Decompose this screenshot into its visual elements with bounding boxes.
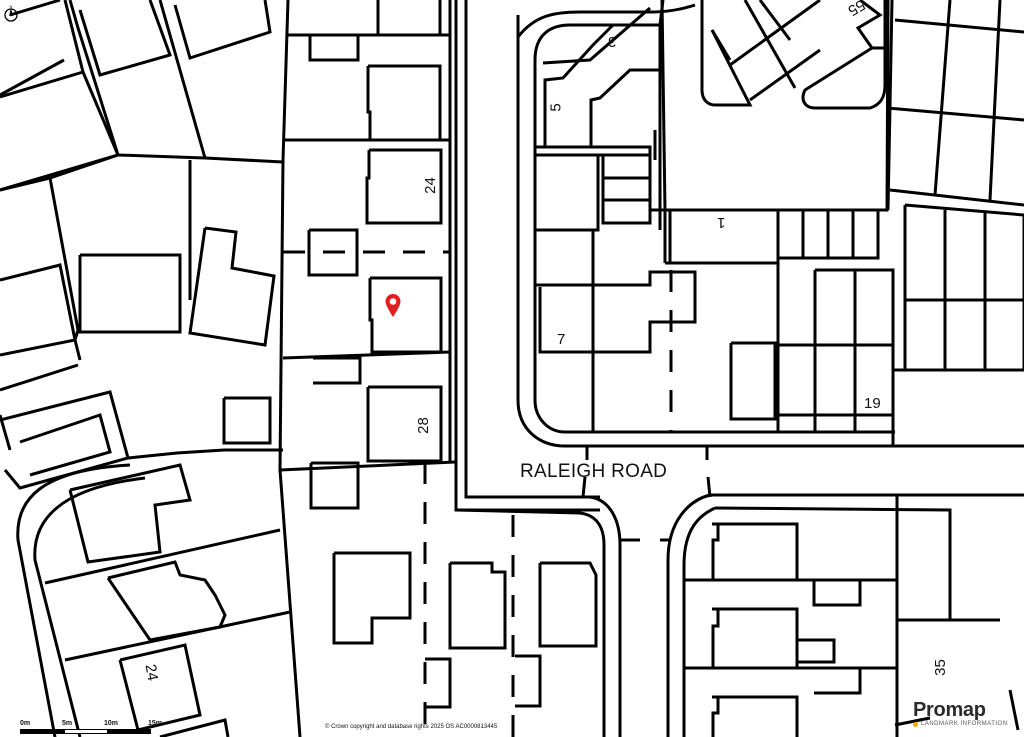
scale-bar	[20, 729, 456, 734]
house-number-label: 28	[414, 417, 432, 434]
brand-name: Promap	[913, 699, 986, 721]
brand-tagline-text: LANDMARK INFORMATION	[921, 721, 1008, 727]
house-number-label: 24	[421, 177, 439, 194]
copyright-notice: © Crown copyright and database rights 20…	[325, 724, 498, 730]
promap-logo: Promap LANDMARK INFORMATION	[913, 700, 1008, 727]
scale-segment	[20, 729, 64, 734]
property-location-pin-icon[interactable]	[384, 293, 402, 319]
house-number-label: 19	[864, 395, 881, 412]
scale-segment	[108, 729, 151, 734]
house-number-label: 7	[557, 331, 566, 348]
road-name-label: RALEIGH ROAD	[520, 461, 668, 482]
north-arrow-icon: N	[4, 4, 18, 22]
house-number-label: 5	[547, 103, 565, 112]
scale-label-0: 0m	[20, 720, 31, 727]
house-number-label: 35	[931, 659, 949, 676]
house-number-label: 24	[141, 662, 162, 683]
scale-label-5: 5m	[62, 720, 73, 727]
house-number-label: 3	[608, 33, 617, 50]
scale-segment	[64, 729, 108, 734]
svg-text:N: N	[10, 4, 13, 9]
scale-label-10: 10m	[104, 720, 119, 727]
brand-dot-icon	[913, 721, 918, 727]
brand-tagline: LANDMARK INFORMATION	[913, 721, 1008, 727]
scale-label-15: 15m	[148, 720, 163, 727]
house-number-label: 1	[717, 214, 726, 231]
